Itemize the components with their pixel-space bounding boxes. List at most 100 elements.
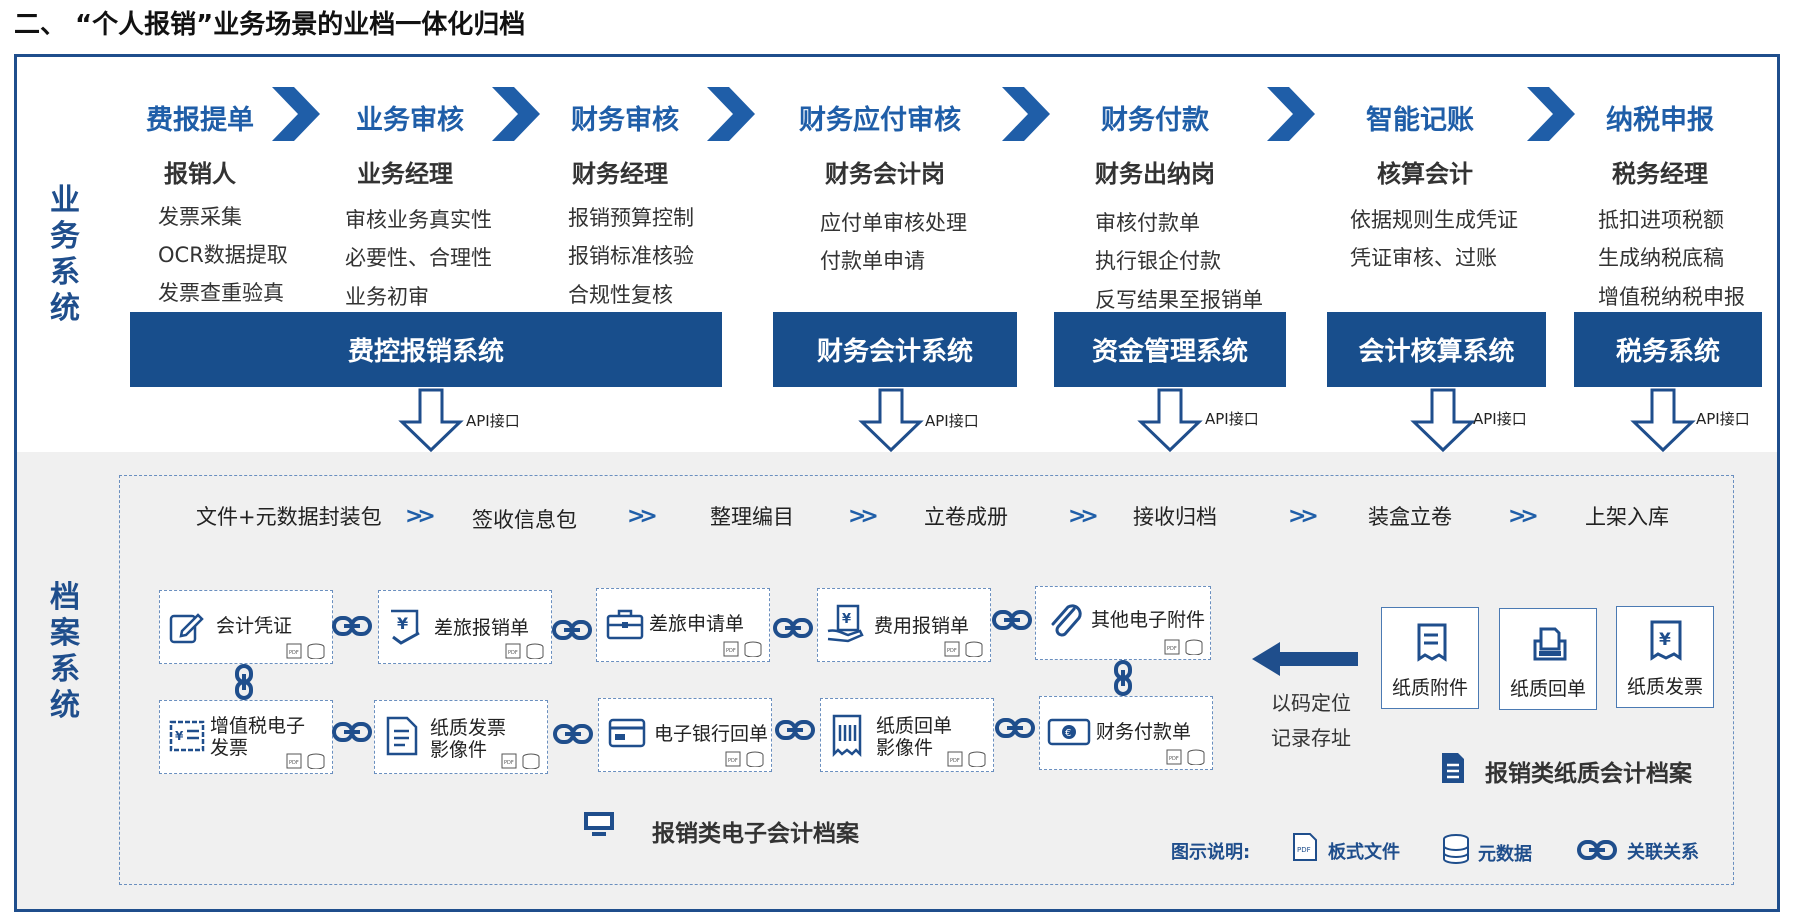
edoc-label: 电子银行回单	[654, 723, 769, 745]
briefcase-icon	[606, 609, 644, 640]
electronic-archive-caption: 报销类电子会计档案	[652, 821, 859, 847]
system-bar-finance: 财务会计系统	[773, 312, 1017, 387]
pdf-file-icon: PDF	[1293, 833, 1317, 861]
edoc-label: 财务付款单	[1096, 721, 1192, 743]
monitor-icon	[584, 812, 614, 836]
paper-invoice: ¥ 纸质发票	[1616, 606, 1714, 708]
legend-label: 图示说明:	[1171, 842, 1251, 863]
link-icon	[1577, 840, 1617, 860]
paper-archive-caption: 报销类纸质会计档案	[1485, 761, 1692, 787]
archive-area	[119, 475, 1734, 885]
double-chevron-icon: >>	[627, 504, 658, 529]
link-icon	[773, 618, 813, 638]
api-label: API接口	[466, 412, 520, 430]
edoc-travel-request: 差旅申请单 PDF	[596, 588, 770, 662]
archive-section-background	[17, 452, 1777, 909]
task-item: 必要性、合理性	[345, 246, 492, 270]
task-item: 发票采集	[158, 205, 242, 229]
paperclip-icon	[1051, 604, 1082, 637]
system-bar-expense: 费控报销系统	[130, 312, 722, 387]
link-icon	[775, 720, 815, 740]
chevron-right-icon	[1527, 87, 1575, 141]
down-arrow-icon	[398, 388, 464, 453]
pdf-db-icon: PDF	[944, 641, 983, 657]
link-icon	[552, 620, 592, 640]
pdf-db-icon: PDF	[723, 641, 762, 657]
task-item: 报销标准核验	[568, 244, 694, 268]
edoc-paper-receipt-image: 纸质回单 影像件 PDF	[820, 698, 994, 772]
document-icon	[1442, 753, 1464, 783]
step-role-6: 核算会计	[1377, 160, 1473, 188]
paper-attachment: 纸质附件	[1381, 607, 1479, 709]
step-role-1: 报销人	[164, 160, 236, 188]
edoc-label: 纸质回单 影像件	[876, 715, 953, 759]
link-icon	[992, 610, 1032, 630]
pdf-db-icon: PDF	[501, 753, 540, 769]
api-label: API接口	[1473, 410, 1527, 428]
svg-text:PDF: PDF	[289, 650, 299, 656]
edoc-label: 差旅报销单	[434, 617, 530, 639]
system-bar-treasury: 资金管理系统	[1054, 312, 1286, 387]
down-arrow-icon	[1630, 388, 1696, 453]
task-item: 抵扣进项税额	[1598, 208, 1724, 232]
step-title-4: 财务应付审核	[799, 105, 961, 136]
arrow-text-1: 以码定位	[1271, 691, 1351, 715]
step-role-7: 税务经理	[1612, 160, 1708, 188]
edoc-voucher: 会计凭证 PDF	[159, 590, 333, 664]
task-item: 依据规则生成凭证	[1350, 208, 1518, 232]
archive-flow-step-6: 装盒立卷	[1368, 505, 1452, 529]
task-item: 报销预算控制	[568, 206, 694, 230]
edoc-expense-reimburse: ¥ 费用报销单 PDF	[817, 588, 991, 662]
archive-flow-step-2: 签收信息包	[472, 508, 577, 532]
archive-flow-step-1: 文件+元数据封装包	[196, 505, 382, 529]
edoc-label: 其他电子附件	[1091, 609, 1206, 631]
edoc-payment-order: € 财务付款单 PDF	[1039, 696, 1213, 770]
pdf-db-icon: PDF	[1166, 749, 1205, 765]
step-role-3: 财务经理	[572, 160, 668, 188]
down-arrow-icon	[858, 388, 924, 453]
edoc-label: 差旅申请单	[649, 613, 745, 635]
task-item: 审核付款单	[1095, 211, 1200, 235]
edit-icon	[169, 613, 204, 644]
link-icon	[995, 718, 1035, 738]
system-bar-tax: 税务系统	[1574, 312, 1762, 387]
svg-text:PDF: PDF	[950, 758, 960, 764]
task-item: 合规性复核	[568, 283, 673, 307]
chevron-right-icon	[1267, 87, 1315, 141]
database-icon	[1443, 834, 1469, 864]
svg-text:€: €	[1065, 728, 1071, 739]
svg-text:PDF: PDF	[947, 648, 957, 654]
step-title-5: 财务付款	[1101, 105, 1209, 136]
svg-text:PDF: PDF	[508, 650, 518, 656]
system-bar-accounting: 会计核算系统	[1327, 312, 1546, 387]
bank-card-icon	[608, 718, 646, 748]
svg-text:¥: ¥	[1659, 630, 1671, 650]
svg-text:PDF: PDF	[1169, 756, 1179, 762]
task-item: OCR数据提取	[158, 243, 288, 267]
task-item: 应付单审核处理	[820, 211, 967, 235]
double-chevron-icon: >>	[405, 504, 436, 529]
step-title-6: 智能记账	[1366, 105, 1474, 136]
step-role-5: 财务出纳岗	[1095, 160, 1215, 188]
link-icon	[1114, 660, 1132, 696]
pdf-db-icon: PDF	[286, 753, 325, 769]
svg-text:PDF: PDF	[1167, 646, 1177, 652]
api-label: API接口	[925, 412, 979, 430]
task-item: 审核业务真实性	[345, 208, 492, 232]
svg-text:PDF: PDF	[728, 758, 738, 764]
yen-receipt-icon: ¥	[1650, 620, 1682, 661]
chevron-right-icon	[707, 87, 755, 141]
paper-doc-label: 纸质发票	[1626, 676, 1703, 698]
link-icon	[332, 722, 372, 742]
task-item: 付款单申请	[820, 249, 925, 273]
archive-flow-step-7: 上架入库	[1585, 505, 1669, 529]
svg-text:¥: ¥	[397, 614, 408, 633]
page-title: 二、 “个人报销”业务场景的业档一体化归档	[14, 10, 526, 40]
banknote-icon: €	[1047, 718, 1091, 746]
step-title-7: 纳税申报	[1606, 105, 1714, 136]
archive-system-label: 档案系统	[50, 580, 80, 723]
svg-text:¥: ¥	[175, 729, 184, 743]
archive-flow-step-5: 接收归档	[1133, 505, 1217, 529]
arrow-text-2: 记录存址	[1271, 726, 1351, 750]
double-chevron-icon: >>	[1068, 504, 1099, 529]
